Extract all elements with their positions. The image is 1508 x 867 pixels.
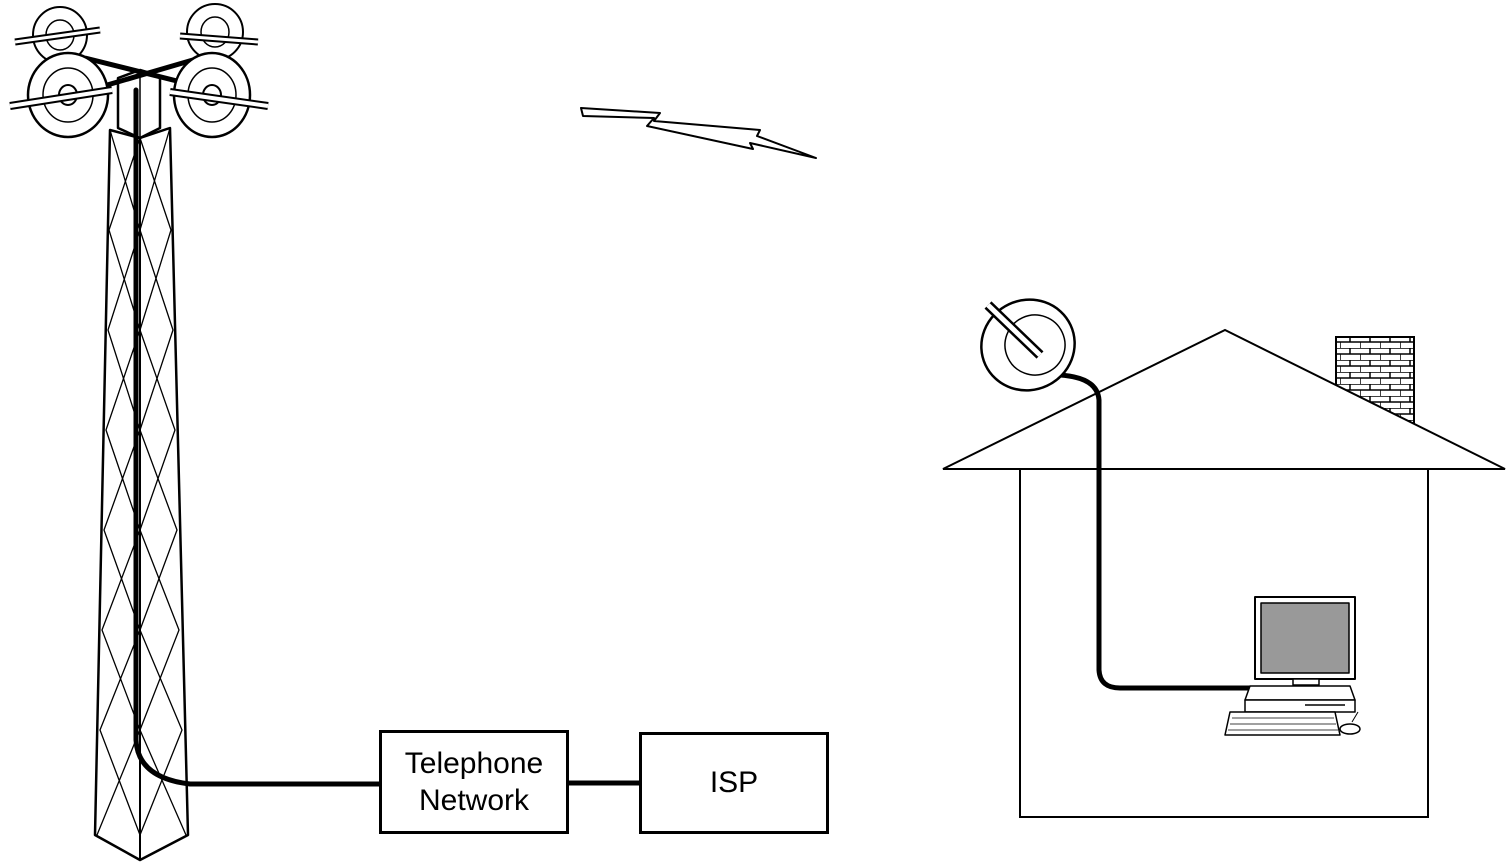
- keyboard: [1224, 711, 1341, 736]
- tower-cable: [133, 87, 383, 787]
- mouse: [1339, 723, 1361, 735]
- monitor-screen: [1260, 602, 1350, 674]
- telephone-network-box: Telephone Network: [379, 730, 569, 834]
- tower-dish-icon: [169, 51, 269, 139]
- isp-label: ISP: [709, 766, 759, 800]
- tower-dish-icon: [9, 51, 113, 139]
- house-dish-icon: [980, 298, 1076, 392]
- telephone-network-label-line1: Telephone: [404, 746, 544, 780]
- computer-icon: [1224, 596, 1361, 736]
- tower-dish-icon: [179, 3, 259, 61]
- house-cable: [1037, 372, 1261, 691]
- tower-dish-icon: [14, 6, 101, 64]
- wireless-signal-icon: [580, 107, 817, 159]
- cell-tower: [9, 3, 269, 862]
- isp-box: ISP: [639, 732, 829, 834]
- cpu-case: [1244, 685, 1356, 701]
- house-walls: [1019, 468, 1429, 818]
- house: [942, 328, 1506, 818]
- telephone-network-label-line2: Network: [418, 784, 530, 817]
